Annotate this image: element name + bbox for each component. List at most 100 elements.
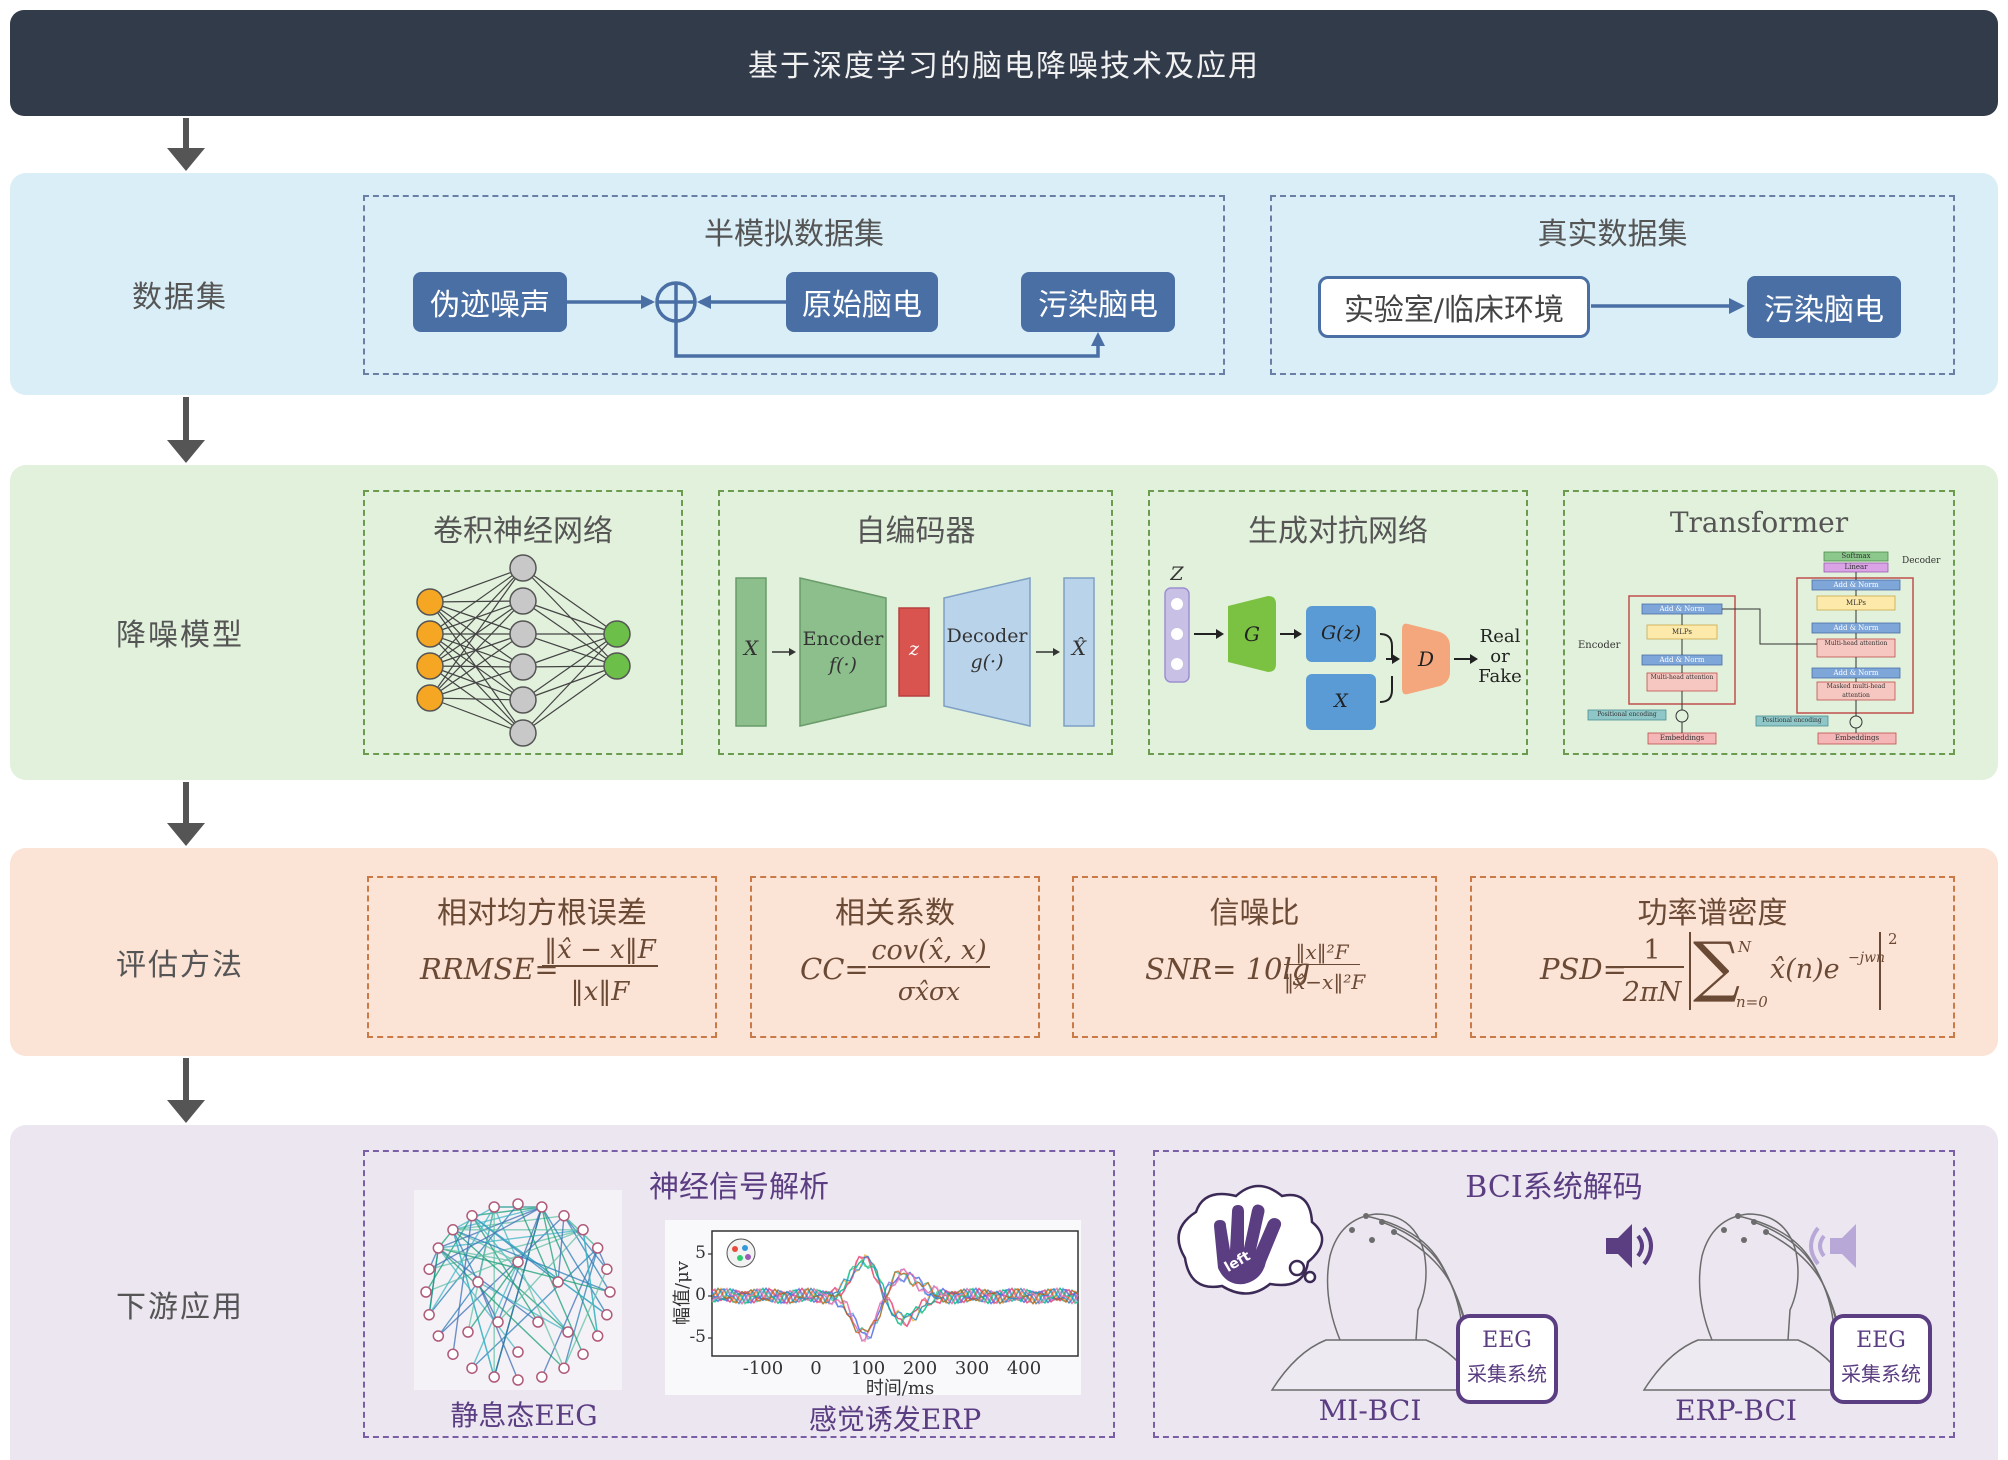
tf-encoder-label: Encoder: [1578, 640, 1621, 651]
ae-decoder-label: Decoder: [946, 625, 1028, 647]
tf-linear-label: Linear: [1844, 563, 1868, 571]
tf-enc-mlps: MLPs: [1672, 628, 1692, 636]
lab-env-node: 实验室/临床环境: [1318, 276, 1590, 338]
bci-decoding-title: BCI系统解码: [1465, 1170, 1643, 1205]
row-label-dataset: 数据集: [132, 280, 228, 315]
cc-lhs: CC=: [800, 952, 869, 986]
neural-analysis-box: 神经信号解析: [363, 1150, 1115, 1438]
semi-sim-title: 半模拟数据集: [704, 217, 884, 252]
tf-softmax-label: Softmax: [1841, 552, 1871, 560]
eval-band: [10, 848, 1998, 1056]
rrmse-lhs: RRMSE=: [420, 952, 559, 986]
gan-generator: G: [1244, 622, 1260, 646]
psd-power: 2: [1888, 930, 1898, 948]
tf-dec-mlps: MLPs: [1846, 599, 1866, 607]
tf-dec-mha: Multi-head attention: [1824, 640, 1888, 647]
transformer-box: Transformer: [1563, 490, 1955, 755]
snr-numerator: ‖x‖²F: [1284, 940, 1360, 965]
ae-encoder-label: Encoder: [802, 628, 884, 650]
gan-real-label: Real: [1479, 626, 1521, 647]
autoencoder-title: 自编码器: [855, 514, 976, 549]
erp-xtick-300: 300: [954, 1358, 990, 1379]
gan-real-x: X: [1334, 690, 1348, 712]
gan-discriminator: D: [1417, 647, 1435, 671]
page-title: 基于深度学习的脑电降噪技术及应用: [10, 10, 1998, 116]
tf-enc-addnorm-1: Add & Norm: [1659, 605, 1705, 613]
ae-input-x: X: [743, 636, 759, 660]
neural-analysis-title: 神经信号解析: [649, 1170, 829, 1205]
cc-title: 相关系数: [835, 896, 955, 931]
erp-xtick-0: 0: [810, 1358, 822, 1379]
real-contaminated-node: 污染脑电: [1747, 276, 1901, 338]
semi-sim-dataset-box: 半模拟数据集: [363, 195, 1225, 375]
ae-latent-z: z: [908, 638, 919, 660]
tf-enc-pos: Positional encoding: [1597, 711, 1657, 718]
psd-term: x̂(n)e: [1770, 954, 1840, 985]
erp-eeg-box-line1: EEG: [1856, 1328, 1906, 1353]
cc-denominator: σx̂σx: [897, 977, 961, 1006]
row-label-app: 下游应用: [116, 1290, 244, 1325]
tf-enc-mha: Multi-head attention: [1650, 674, 1714, 681]
snr-lhs: SNR= 10lg: [1145, 952, 1311, 986]
tf-enc-emb: Embeddings: [1659, 734, 1705, 742]
snr-title: 信噪比: [1209, 896, 1300, 931]
contaminated-eeg-node: 污染脑电: [1021, 272, 1175, 332]
psd-exponent: −jwn: [1848, 950, 1886, 966]
gan-noise-z: Z: [1170, 563, 1184, 585]
tf-dec-addnorm-2: Add & Norm: [1833, 624, 1879, 632]
raw-eeg-node: 原始脑电: [786, 272, 938, 332]
rrmse-box: 相对均方根误差: [367, 876, 717, 1038]
erp-xtick-neg100: -100: [742, 1358, 784, 1379]
ae-encoder-fn: f(·): [829, 654, 857, 676]
cnn-title: 卷积神经网络: [433, 514, 613, 549]
rrmse-numerator: ‖x̂ − x‖F: [542, 935, 658, 967]
tf-dec-addnorm-3: Add & Norm: [1833, 669, 1879, 677]
erp-label: 感觉诱发ERP: [808, 1403, 982, 1436]
tf-dec-mmha: Masked multi-head attention: [1826, 683, 1886, 699]
gan-fake-label: Fake: [1478, 666, 1522, 687]
mi-bci-label: MI-BCI: [1318, 1394, 1422, 1427]
row-label-eval: 评估方法: [116, 948, 244, 983]
ae-output-xhat: X̂: [1071, 636, 1087, 660]
artifact-noise-node: 伪迹噪声: [413, 272, 567, 332]
mi-eeg-box-line1: EEG: [1482, 1328, 1532, 1353]
tf-decoder-label: Decoder: [1902, 556, 1941, 566]
erp-ytick-neg5: -5: [689, 1327, 706, 1347]
tf-dec-addnorm-1: Add & Norm: [1833, 581, 1879, 589]
gan-or-label: or: [1490, 646, 1510, 667]
dataset-band: [10, 173, 1998, 395]
cc-numerator: cov(x̂, x): [868, 935, 990, 968]
erp-xtick-100: 100: [850, 1358, 886, 1379]
erp-ytick-5: 5: [695, 1243, 706, 1263]
transformer-title: Transformer: [1669, 506, 1849, 539]
psd-sum-top: N: [1738, 938, 1752, 956]
gan-generated: G(z): [1320, 622, 1361, 644]
psd-lhs: PSD=: [1540, 952, 1627, 986]
psd-denominator: 2πN: [1622, 977, 1682, 1008]
tf-dec-pos: Positional encoding: [1762, 717, 1822, 724]
ae-decoder-fn: g(·): [970, 651, 1004, 673]
psd-sum-bottom: n=0: [1736, 993, 1768, 1011]
mi-eeg-box-line2: 采集系统: [1467, 1362, 1547, 1386]
erp-ytick-0: 0: [695, 1285, 706, 1305]
autoencoder-box: 自编码器: [718, 490, 1113, 755]
tf-enc-addnorm-2: Add & Norm: [1659, 656, 1705, 664]
bci-decoding-box: BCI系统解码: [1153, 1150, 1955, 1438]
erp-xtick-400: 400: [1006, 1358, 1042, 1379]
rrmse-title: 相对均方根误差: [437, 896, 647, 931]
snr-box: 信噪比: [1072, 876, 1437, 1038]
resting-eeg-label: 静息态EEG: [450, 1399, 598, 1432]
psd-box: 功率谱密度: [1470, 876, 1955, 1038]
tf-dec-emb: Embeddings: [1834, 734, 1880, 742]
erp-eeg-box-line2: 采集系统: [1841, 1362, 1921, 1386]
psd-numerator: 1: [1620, 935, 1684, 968]
cc-box: 相关系数: [750, 876, 1040, 1038]
psd-sigma: ∑: [1693, 928, 1741, 1005]
real-dataset-box: 真实数据集: [1270, 195, 1955, 375]
gan-title: 生成对抗网络: [1248, 514, 1428, 549]
psd-title: 功率谱密度: [1637, 896, 1788, 931]
erp-bci-label: ERP-BCI: [1675, 1394, 1797, 1427]
row-label-model: 降噪模型: [116, 618, 244, 653]
cnn-box: 卷积神经网络: [363, 490, 683, 755]
gan-box: 生成对抗网络: [1148, 490, 1528, 755]
